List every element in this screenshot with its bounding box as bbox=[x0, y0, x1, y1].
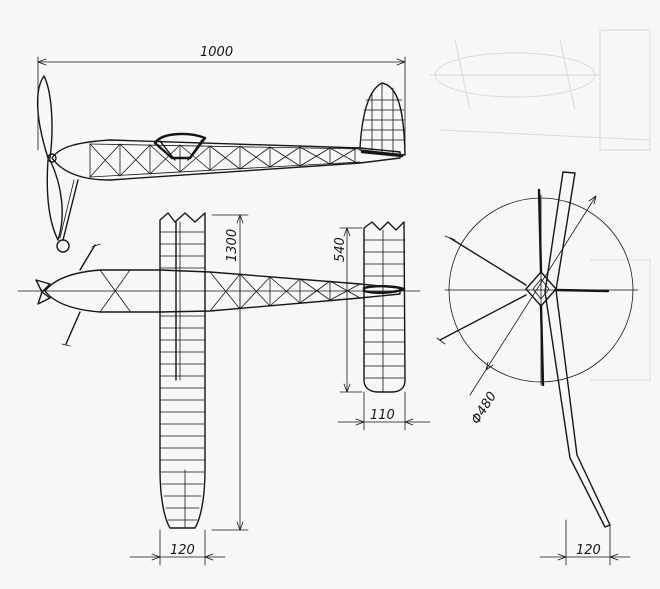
stab-span-label: 540 bbox=[333, 237, 348, 262]
wing-ribs bbox=[159, 231, 206, 521]
dihedral-dimension bbox=[539, 519, 631, 566]
fuselage-side bbox=[51, 132, 401, 181]
stabilizer-plan bbox=[362, 221, 406, 393]
background-bleed-through bbox=[430, 29, 651, 381]
span-label: 1300 bbox=[225, 229, 240, 262]
prop-diameter-label: Φ480 bbox=[469, 389, 500, 427]
diameter-leader bbox=[469, 195, 597, 396]
wing-chord-label: 120 bbox=[170, 543, 195, 558]
landing-gear-side bbox=[56, 179, 79, 253]
propeller-side bbox=[36, 75, 63, 241]
length-dimension bbox=[37, 56, 406, 151]
propeller-plan bbox=[35, 279, 51, 305]
main-wing-plan bbox=[159, 212, 206, 529]
landing-gear-plan bbox=[61, 243, 101, 347]
stab-span-dimension bbox=[339, 227, 363, 393]
plan-view: 1300 540 110 bbox=[17, 212, 431, 566]
wing-chord-dimension bbox=[129, 529, 226, 566]
fin-side bbox=[359, 82, 406, 158]
side-view: 1000 bbox=[36, 45, 406, 253]
front-view: Φ480 120 bbox=[436, 171, 639, 566]
length-label: 1000 bbox=[200, 45, 233, 60]
span-dimension bbox=[211, 214, 249, 531]
dihedral-label: 120 bbox=[576, 543, 601, 558]
stab-chord-label: 110 bbox=[370, 408, 395, 423]
stab-chord-dimension bbox=[337, 391, 431, 431]
